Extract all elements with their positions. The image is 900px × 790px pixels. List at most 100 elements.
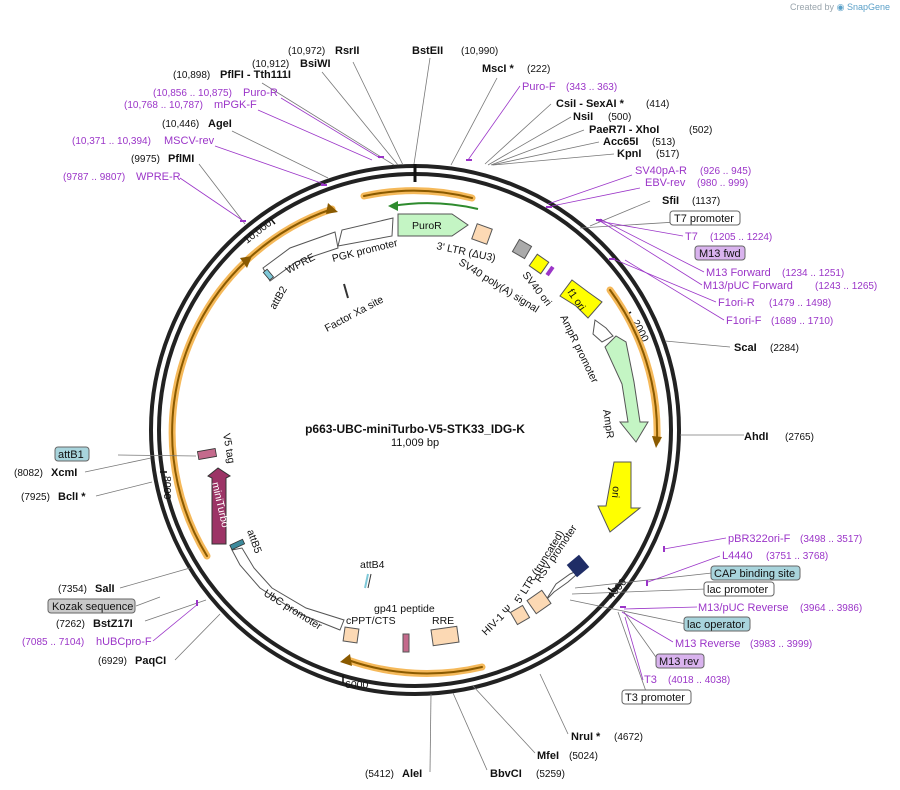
- primer-pos-f1ori-f: (1689 .. 1710): [771, 316, 833, 327]
- primer-name-sv40pa-r: SV40pA-R: [635, 165, 687, 177]
- ruler-label-8000: 8000: [161, 476, 173, 500]
- enzyme-name-bbvci: BbvCI: [490, 768, 522, 780]
- label-m13-rev: M13 rev: [659, 656, 699, 668]
- feature-hiv-psi: HIV-1 Ψ: [480, 603, 531, 638]
- primer-name-t7: T7: [685, 231, 698, 243]
- primer-name-m13puc-forward: M13/pUC Forward: [703, 280, 793, 292]
- feature-rre: RRE: [430, 615, 460, 647]
- primer-name-wpre-r: WPRE-R: [136, 171, 181, 183]
- enzyme-pos-alei: (5412): [365, 769, 394, 780]
- enzyme-pos-xcmi: (8082): [14, 468, 43, 479]
- enzyme-name-acc65i: Acc65I: [603, 136, 638, 148]
- snapgene-logo-icon: ◉: [836, 2, 845, 12]
- credit-brand: SnapGene: [846, 2, 890, 12]
- credit-prefix: Created by: [790, 2, 835, 12]
- feature-attb4: attB4: [360, 559, 385, 589]
- primer-pos-puro-r: (10,856 .. 10,875): [153, 88, 232, 99]
- enzyme-name-nsii: NsiI: [573, 111, 593, 123]
- enzyme-pos-bcli: (7925): [21, 492, 50, 503]
- primer-pos-t7: (1205 .. 1224): [710, 232, 772, 243]
- enzyme-pos-agei: (10,446): [162, 119, 199, 130]
- orf-arcs: [168, 187, 662, 677]
- enzyme-pos-xhoi: (502): [689, 125, 712, 136]
- enzyme-pos-bstz17i: (7262): [56, 619, 85, 630]
- enzyme-name-xcmi: XcmI: [51, 467, 77, 479]
- feature-v5-tag: V5 tag: [196, 432, 237, 465]
- feature-label-attb2: attB2: [267, 284, 290, 311]
- feature-miniturbo: miniTurbo: [207, 467, 231, 545]
- feature-ori: ori: [597, 461, 642, 533]
- feature-gp41: gp41 peptide: [374, 603, 435, 653]
- enzyme-pos-nrui: (4672): [614, 732, 643, 743]
- primer-ticks: [196, 156, 665, 608]
- ruler-label-6000: 6000: [345, 679, 369, 691]
- enzyme-name-sfii: SfiI: [662, 195, 679, 207]
- feature-f1-ori: f1 ori: [559, 279, 603, 319]
- primer-pos-mpgk-f: (10,768 .. 10,787): [124, 100, 203, 111]
- label-kozak: Kozak sequence: [52, 601, 133, 613]
- enzyme-pos-kpni: (517): [656, 149, 679, 160]
- enzyme-name-pflmi: PflMI: [168, 153, 194, 165]
- plasmid-length: 11,009 bp: [391, 437, 439, 449]
- puror-inner-arc: [391, 202, 479, 210]
- enzyme-pos-ahdi: (2765): [785, 432, 814, 443]
- label-m13-fwd: M13 fwd: [699, 248, 741, 260]
- primer-pos-sv40pa-r: (926 .. 945): [700, 166, 751, 177]
- primer-pos-m13puc-reverse: (3964 .. 3986): [800, 603, 862, 614]
- enzyme-name-csii: CsiI - SexAI *: [556, 98, 625, 110]
- enzyme-name-mfei: MfeI: [537, 750, 559, 762]
- enzyme-name-bcli: BclI *: [58, 491, 86, 503]
- enzyme-name-alei: AleI: [402, 768, 422, 780]
- feature-label-factor-xa: Factor Xa site: [323, 294, 386, 335]
- enzyme-pos-bbvci: (5259): [536, 769, 565, 780]
- enzyme-name-xhoi: PaeR7I - XhoI: [589, 124, 659, 136]
- enzyme-name-nrui: NruI *: [571, 731, 601, 743]
- enzyme-name-kpni: KpnI: [617, 148, 641, 160]
- primer-pos-puro-f: (343 .. 363): [566, 82, 617, 93]
- feature-label-gp41: gp41 peptide: [374, 603, 435, 615]
- primer-pos-l4440: (3751 .. 3768): [766, 551, 828, 562]
- enzyme-name-pflfi: PflFI - Tth111I: [220, 69, 291, 81]
- enzyme-name-sali: SalI: [95, 583, 115, 595]
- label-lac-promoter: lac promoter: [707, 584, 768, 596]
- feature-label-cppt: cPPT/CTS: [346, 615, 396, 627]
- enzyme-pos-paqci: (6929): [98, 656, 127, 667]
- feature-label-rre: RRE: [432, 615, 454, 627]
- feature-label-v5: V5 tag: [220, 432, 237, 464]
- primer-pos-m13puc-forward: (1243 .. 1265): [815, 281, 877, 292]
- feature-ubc-promoter: UbC promoter: [231, 547, 345, 633]
- enzyme-name-paqci: PaqCI: [135, 655, 166, 667]
- primer-name-m13-reverse: M13 Reverse: [675, 638, 740, 650]
- primer-pos-m13-reverse: (3983 .. 3999): [750, 639, 812, 650]
- primer-pos-t3: (4018 .. 4038): [668, 675, 730, 686]
- feature-label-puror: PuroR: [412, 220, 442, 232]
- enzyme-pos-scai: (2284): [770, 343, 799, 354]
- enzyme-name-agei: AgeI: [208, 118, 232, 130]
- plasmid-title: p663-UBC-miniTurbo-V5-STK33_IDG-K: [305, 422, 525, 436]
- label-attb1: attB1: [58, 449, 84, 461]
- feature-pgk-promoter: PGK promoter: [331, 217, 399, 265]
- feature-label-hiv: HIV-1 Ψ: [480, 603, 515, 638]
- enzyme-name-scai: ScaI: [734, 342, 757, 354]
- enzyme-name-bsiwi: BsiWI: [300, 58, 331, 70]
- label-t3-promoter: T3 promoter: [625, 692, 685, 704]
- primer-name-f1ori-r: F1ori-R: [718, 297, 755, 309]
- enzyme-name-ahdi: AhdI: [744, 431, 768, 443]
- feature-label-attb5: attB5: [244, 528, 264, 555]
- enzyme-pos-pflmi: (9975): [131, 154, 160, 165]
- label-t7-promoter: T7 promoter: [674, 213, 734, 225]
- feature-label-ampr: AmpR: [600, 409, 616, 440]
- feature-label-ubc: UbC promoter: [261, 587, 324, 632]
- enzyme-labels: (10,972) RsrII (10,912) BsiWI (10,898) P…: [14, 45, 814, 780]
- enzyme-pos-bsteii: (10,990): [461, 46, 498, 57]
- enzyme-pos-sfii: (1137): [692, 196, 720, 207]
- primer-name-mscv-rev: MSCV-rev: [164, 135, 215, 147]
- primer-pos-m13-forward: (1234 .. 1251): [782, 268, 844, 279]
- enzyme-name-bsteii: BstEII: [412, 45, 443, 57]
- primer-pos-pbr322ori-f: (3498 .. 3517): [800, 534, 862, 545]
- enzyme-pos-rsrii: (10,972): [288, 46, 325, 57]
- feature-puror: PuroR: [397, 213, 469, 237]
- enzyme-name-bstz17i: BstZ17I: [93, 618, 133, 630]
- enzyme-name-msci: MscI *: [482, 63, 515, 75]
